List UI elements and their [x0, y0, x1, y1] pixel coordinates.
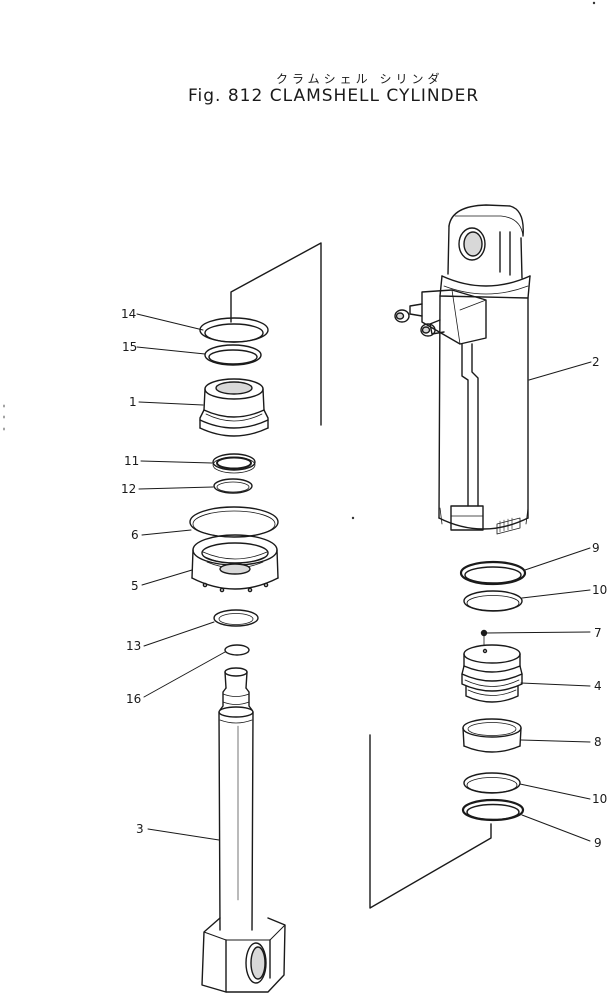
- callout-13: 13: [126, 639, 142, 653]
- part-16-snap-ring: [224, 644, 250, 656]
- callout-14: 14: [121, 307, 137, 321]
- callout-6: 6: [131, 528, 139, 542]
- callout-12: 12: [121, 482, 137, 496]
- callout-9-bottom: 9: [594, 836, 602, 850]
- part-14-ring: [199, 317, 269, 343]
- left-group-bracket: [230, 242, 322, 426]
- part-9-piston-ring-top: [459, 560, 527, 586]
- callout-4: 4: [594, 679, 602, 693]
- part-11-rod-seal: [212, 453, 256, 474]
- scan-marks: [3, 1, 596, 520]
- callout-2: 2: [592, 355, 600, 369]
- callout-8: 8: [594, 735, 602, 749]
- leader-lines: [136, 313, 592, 842]
- callout-1: 1: [129, 395, 137, 409]
- callout-11: 11: [124, 454, 140, 468]
- callout-3: 3: [136, 822, 144, 836]
- callout-15: 15: [122, 340, 138, 354]
- callout-10-bottom: 10: [592, 792, 608, 806]
- part-12-backup-ring: [213, 478, 253, 494]
- part-5-cylinder-head: [191, 534, 279, 593]
- right-group-bracket: [369, 734, 492, 909]
- callout-16: 16: [126, 692, 142, 706]
- part-8-wear-ring: [462, 718, 522, 753]
- callout-9-top: 9: [592, 541, 600, 555]
- callout-5: 5: [131, 579, 139, 593]
- part-6-o-ring: [189, 506, 279, 538]
- part-1-gland: [199, 378, 269, 437]
- callout-7: 7: [594, 626, 602, 640]
- part-9-piston-ring-bottom: [461, 798, 525, 822]
- part-10-backup-ring-bottom: [463, 772, 521, 794]
- part-4-piston: [461, 644, 523, 703]
- part-15-backup-ring: [204, 344, 262, 366]
- part-3-piston-rod: [201, 667, 286, 993]
- callout-10-top: 10: [592, 583, 608, 597]
- figure-title-japanese: クラムシェル シリンダ: [276, 72, 444, 86]
- part-10-backup-ring-top: [463, 590, 523, 612]
- figure-title: Fig. 812 CLAMSHELL CYLINDER: [188, 86, 480, 106]
- part-2-cylinder-tube: [394, 204, 531, 535]
- part-13-wiper-ring: [213, 609, 259, 627]
